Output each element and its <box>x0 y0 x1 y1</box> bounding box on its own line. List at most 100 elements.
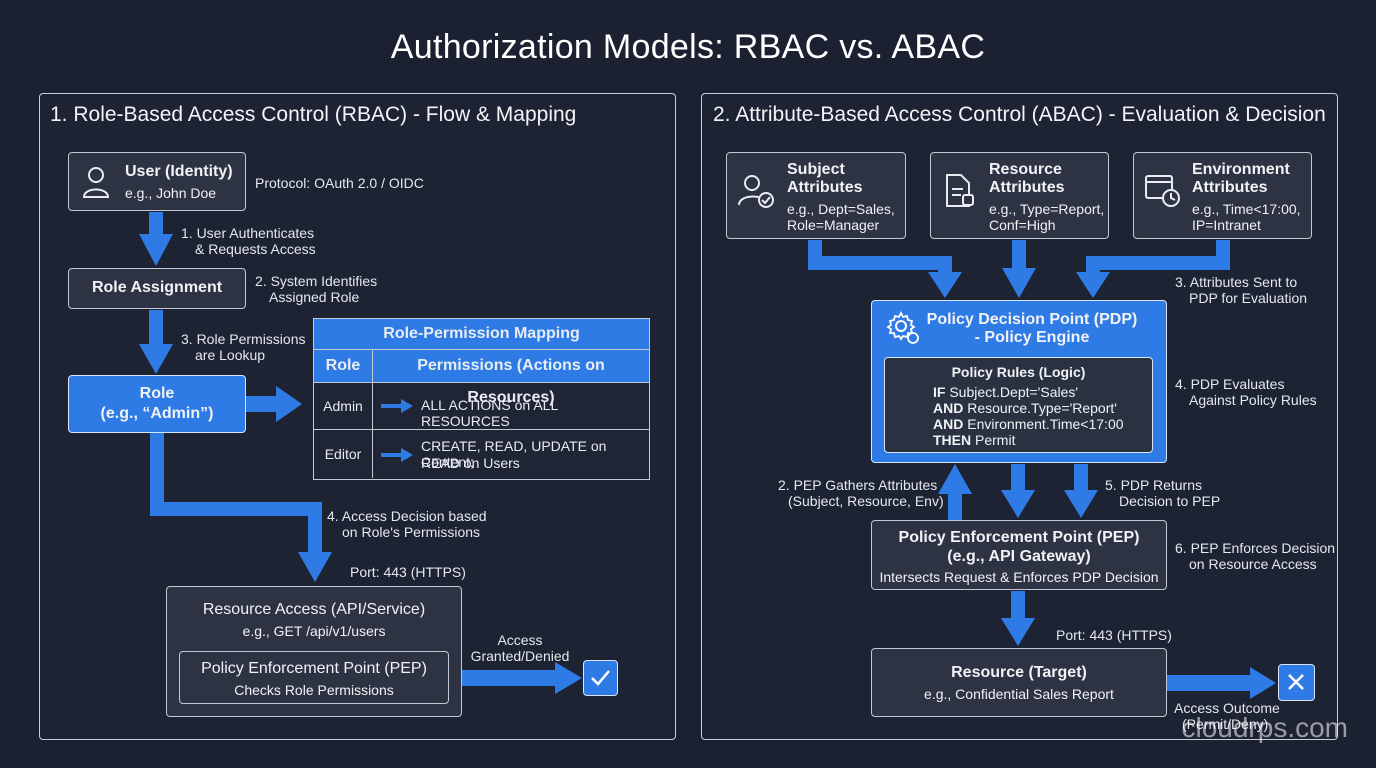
abac-step4-line2: Against Policy Rules <box>1189 392 1317 408</box>
mapping-row-editor-perm: CREATE, READ, UPDATE on Content; READ on… <box>373 430 649 478</box>
arrow-pep-to-outcome <box>449 662 582 694</box>
resource-target-title: Resource (Target) <box>951 664 1087 681</box>
policy-rule-1: IF Subject.Dept='Sales' <box>933 384 1078 400</box>
rbac-pep-box: Policy Enforcement Point (PEP) Checks Ro… <box>179 651 449 704</box>
rbac-outcome-badge <box>583 660 618 696</box>
env-title-2: Attributes <box>1192 179 1268 196</box>
rule-text-4: Permit <box>971 432 1016 448</box>
abac-step2-line1: 2. PEP Gathers Attributes <box>778 477 938 493</box>
env-example-2: IP=Intranet <box>1192 217 1261 233</box>
arrow-pep-to-target <box>1001 591 1035 646</box>
abac-step6-line1: 6. PEP Enforces Decision <box>1175 540 1336 556</box>
arrow-user-to-role-assignment <box>139 212 173 266</box>
pdp-title-1: Policy Decision Point (PDP) <box>926 311 1138 328</box>
rbac-step1-line2: & Requests Access <box>195 241 316 257</box>
abac-pep-title-2: (e.g., API Gateway) <box>947 548 1091 565</box>
resource-access-box: Resource Access (API/Service) e.g., GET … <box>166 586 462 717</box>
document-icon <box>946 174 974 207</box>
role-assignment-label: Role Assignment <box>91 279 223 296</box>
rbac-port-label: Port: 443 (HTTPS) <box>350 564 466 580</box>
role-box: Role (e.g., “Admin”) <box>68 375 246 433</box>
abac-outcome-badge <box>1278 664 1315 701</box>
gear-icon <box>886 311 919 344</box>
rbac-step2-line2: Assigned Role <box>269 289 360 305</box>
mapping-header-permissions: Permissions (Actions on Resources) <box>373 350 649 406</box>
policy-rules-box: Policy Rules (Logic) IF Subject.Dept='Sa… <box>884 357 1153 453</box>
arrow-resource-to-pdp <box>1002 240 1036 298</box>
abac-pep-desc: Intersects Request & Enforces PDP Decisi… <box>879 569 1159 585</box>
mapping-title: Role-Permission Mapping <box>314 319 649 350</box>
rbac-step4-line1: 4. Access Decision based <box>327 508 487 524</box>
arrow-right-icon <box>381 448 413 462</box>
subject-title-1: Subject <box>787 161 845 178</box>
editor-permissions-2: READ on Users <box>421 455 520 471</box>
abac-step5-line1: 5. PDP Returns <box>1105 477 1203 493</box>
resource-attr-example-2: Conf=High <box>989 217 1056 233</box>
rbac-access-line1: Access <box>497 632 543 648</box>
resource-attributes-box: Resource Attributes e.g., Type=Report, C… <box>930 152 1109 239</box>
rule-keyword-if: IF <box>933 384 946 400</box>
rule-keyword-and-1: AND <box>933 400 964 416</box>
protocol-label: Protocol: OAuth 2.0 / OIDC <box>255 175 424 191</box>
rbac-step1-line1: 1. User Authenticates <box>181 225 315 241</box>
resource-access-title: Resource Access (API/Service) <box>202 601 426 618</box>
abac-outcome-line2: (Permit/Deny) <box>1182 716 1269 732</box>
rbac-step2-line1: 2. System Identifies <box>255 273 378 289</box>
resource-attr-title-1: Resource <box>989 161 1062 178</box>
arrow-target-to-outcome <box>1167 667 1276 699</box>
rbac-step4-line2: on Role's Permissions <box>342 524 481 540</box>
rule-keyword-then: THEN <box>933 432 972 448</box>
user-identity-box: User (Identity) e.g., John Doe <box>68 152 246 211</box>
check-icon <box>591 670 610 686</box>
arrow-pdp-to-pep-2 <box>1064 464 1098 518</box>
arrow-pep-to-pdp <box>938 464 972 520</box>
policy-rule-4: THEN Permit <box>933 432 1015 448</box>
arrow-role-to-resource <box>150 433 332 582</box>
rule-text-3: Environment.Time<17:00 <box>963 416 1124 432</box>
env-example-1: e.g., Time<17:00, <box>1192 201 1301 217</box>
env-title-1: Environment <box>1192 161 1290 178</box>
mapping-row-admin-perm: ALL ACTIONS on ALL RESOURCES <box>373 383 649 430</box>
abac-step3-line2: PDP for Evaluation <box>1189 290 1308 306</box>
mapping-row-editor-role: Editor <box>314 430 373 478</box>
resource-access-example: e.g., GET /api/v1/users <box>242 623 386 639</box>
watermark: cloudrps.com <box>1181 712 1348 743</box>
abac-pep-title-1: Policy Enforcement Point (PEP) <box>898 529 1140 546</box>
rbac-step3-line2: are Lookup <box>195 347 266 363</box>
subject-title-2: Attributes <box>787 179 863 196</box>
rbac-step3-line1: 3. Role Permissions <box>181 331 306 347</box>
role-title: Role <box>139 385 175 402</box>
policy-rules-title: Policy Rules (Logic) <box>951 364 1086 380</box>
arrow-role-to-mapping <box>246 386 302 422</box>
abac-step3-line1: 3. Attributes Sent to <box>1175 274 1298 290</box>
policy-rule-2: AND Resource.Type='Report' <box>933 400 1117 416</box>
role-assignment-box: Role Assignment <box>68 268 246 309</box>
rbac-pep-title: Policy Enforcement Point (PEP) <box>201 660 427 677</box>
resource-attr-example-1: e.g., Type=Report, <box>989 201 1105 217</box>
abac-port-label: Port: 443 (HTTPS) <box>1056 627 1172 643</box>
rbac-pep-sub: Checks Role Permissions <box>234 682 394 698</box>
rule-text-2: Resource.Type='Report' <box>963 400 1117 416</box>
mapping-header-role: Role <box>314 350 373 383</box>
subject-attributes-box: Subject Attributes e.g., Dept=Sales, Rol… <box>726 152 906 239</box>
rule-text-1: Subject.Dept='Sales' <box>945 384 1079 400</box>
policy-rule-3: AND Environment.Time<17:00 <box>933 416 1124 432</box>
subject-example-1: e.g., Dept=Sales, <box>787 201 895 217</box>
role-example: (e.g., “Admin”) <box>100 405 214 422</box>
user-check-icon <box>738 175 774 208</box>
arrow-pdp-to-pep-1 <box>1001 464 1035 518</box>
editor-permissions-1: CREATE, READ, UPDATE on Content; <box>421 438 607 470</box>
abac-step6-line2: on Resource Access <box>1189 556 1317 572</box>
mapping-row-admin-role: Admin <box>314 383 373 430</box>
resource-target-example: e.g., Confidential Sales Report <box>924 686 1114 702</box>
abac-panel-title: 2. Attribute-Based Access Control (ABAC)… <box>713 103 1326 126</box>
user-example: e.g., John Doe <box>125 185 217 201</box>
resource-target-box: Resource (Target) e.g., Confidential Sal… <box>871 648 1167 717</box>
user-icon <box>82 167 110 198</box>
browser-clock-icon <box>1145 175 1180 207</box>
page-title: Authorization Models: RBAC vs. ABAC <box>390 28 986 66</box>
arrow-env-to-pdp <box>1076 240 1230 298</box>
abac-step4-line1: 4. PDP Evaluates <box>1175 376 1285 392</box>
abac-step2-line2: (Subject, Resource, Env) <box>788 493 944 509</box>
